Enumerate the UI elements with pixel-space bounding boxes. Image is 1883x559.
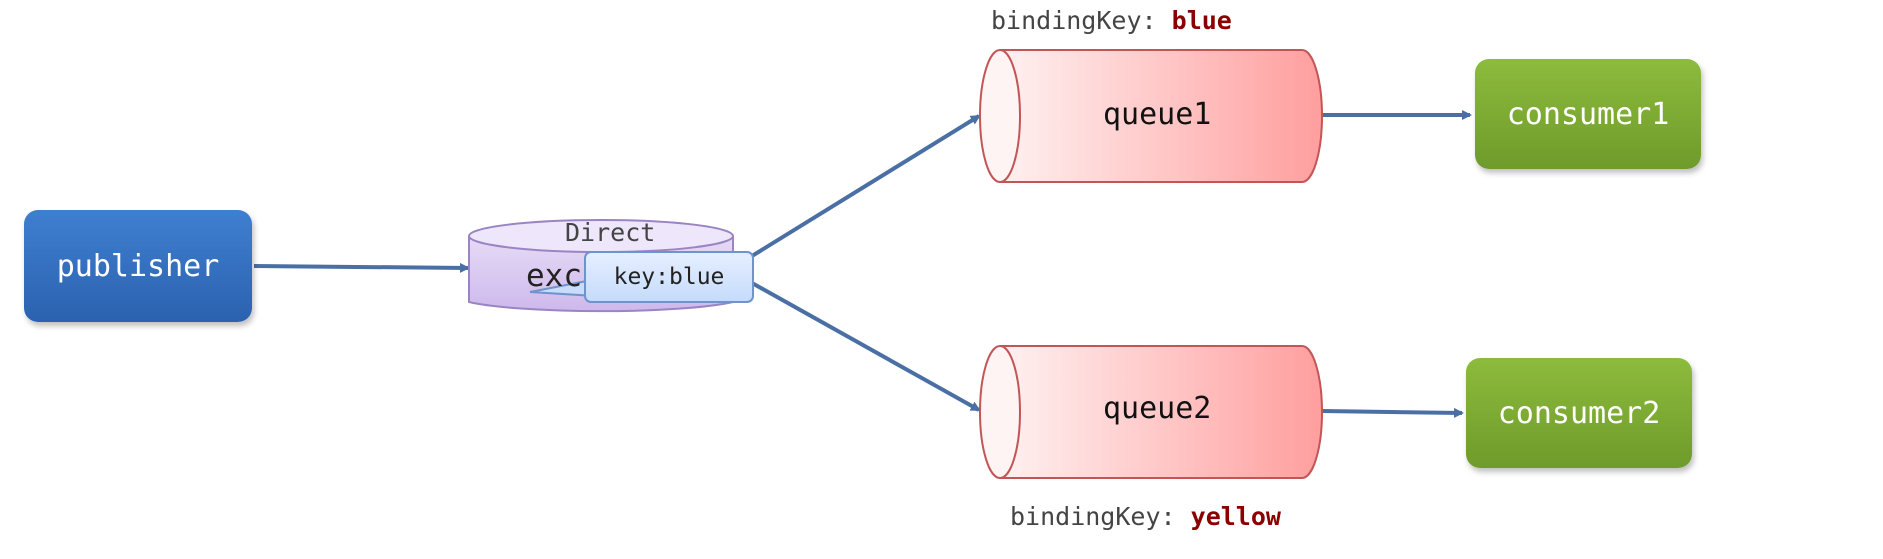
binding-key-label: bindingKey: (991, 6, 1157, 35)
queue1-cylinder (979, 49, 1323, 183)
binding-key-value: yellow (1190, 502, 1281, 531)
consumer1-label: consumer1 (1506, 96, 1670, 132)
publisher-label: publisher (56, 248, 220, 284)
arrow-exchange-queue2 (751, 281, 981, 412)
queue1-label: queue1 (1103, 97, 1212, 132)
arrow-publisher-exchange (253, 262, 470, 273)
queue2-cylinder (979, 345, 1323, 479)
queue1-binding-key: bindingKey: blue (991, 6, 1232, 35)
exchange-label: exc (526, 258, 582, 294)
arrow-queue2-consumer2 (1321, 407, 1464, 418)
routing-key-bubble: key:blue (584, 251, 754, 303)
binding-key-label: bindingKey: (1010, 502, 1176, 531)
routing-key-text: key:blue (613, 264, 725, 290)
exchange-type-label: Direct (565, 218, 656, 247)
consumer1-node: consumer1 (1475, 59, 1701, 169)
consumer2-node: consumer2 (1466, 358, 1692, 468)
arrow-exchange-queue1 (750, 114, 981, 258)
consumer2-label: consumer2 (1497, 395, 1661, 431)
publisher-node: publisher (24, 210, 252, 322)
queue2-label: queue2 (1103, 391, 1212, 426)
binding-key-value: blue (1171, 6, 1232, 35)
queue2-binding-key: bindingKey: yellow (1010, 502, 1281, 531)
